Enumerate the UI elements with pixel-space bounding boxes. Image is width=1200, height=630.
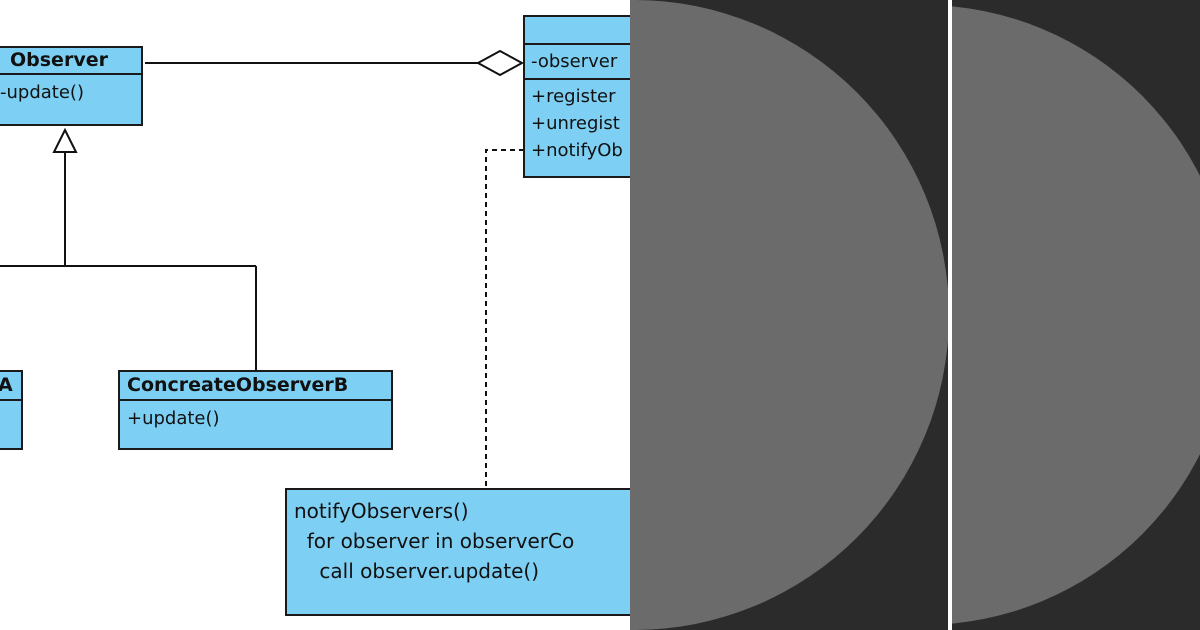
concrete-observer-b-class: ConcreateObserverB +update() <box>118 370 393 450</box>
note-line-1: notifyObservers() <box>294 499 469 523</box>
concrete-observer-a-title: A <box>0 372 21 401</box>
subject-register-op: +register <box>531 86 616 107</box>
subject-notify-op: +notifyOb <box>531 140 623 161</box>
uml-diagram: Observer -update() -observer +register +… <box>0 0 630 630</box>
aggregation-diamond <box>475 49 525 77</box>
half-moon-right <box>952 6 1200 624</box>
inheritance-arrowhead <box>52 127 78 153</box>
notify-note: notifyObservers() for observer in observ… <box>285 488 630 616</box>
half-moon-shape-right <box>952 6 1200 624</box>
subject-class: -observer +register +unregist +notifyOb <box>523 15 630 178</box>
moon-panel-left <box>630 0 948 630</box>
note-line-3: call observer.update() <box>294 559 539 583</box>
note-connector <box>485 149 524 490</box>
observer-update-op: -update() <box>0 82 84 103</box>
concrete-observer-b-title: ConcreateObserverB <box>120 372 391 401</box>
subject-observer-attr: -observer <box>525 45 630 80</box>
panel-divider <box>948 0 952 630</box>
concrete-observer-b-update-op: +update() <box>127 408 220 429</box>
subject-class-header <box>525 17 630 45</box>
observer-class: Observer -update() <box>0 46 143 126</box>
subject-unregister-op: +unregist <box>531 113 620 134</box>
diagram-connectors <box>0 49 525 490</box>
half-moon-left <box>630 0 948 630</box>
half-moon-shape-left <box>630 0 948 630</box>
observer-class-title: Observer <box>0 48 141 75</box>
note-line-2: for observer in observerCo <box>294 529 575 553</box>
moon-panel-right <box>952 0 1200 630</box>
concrete-observer-a-class: A <box>0 370 23 450</box>
